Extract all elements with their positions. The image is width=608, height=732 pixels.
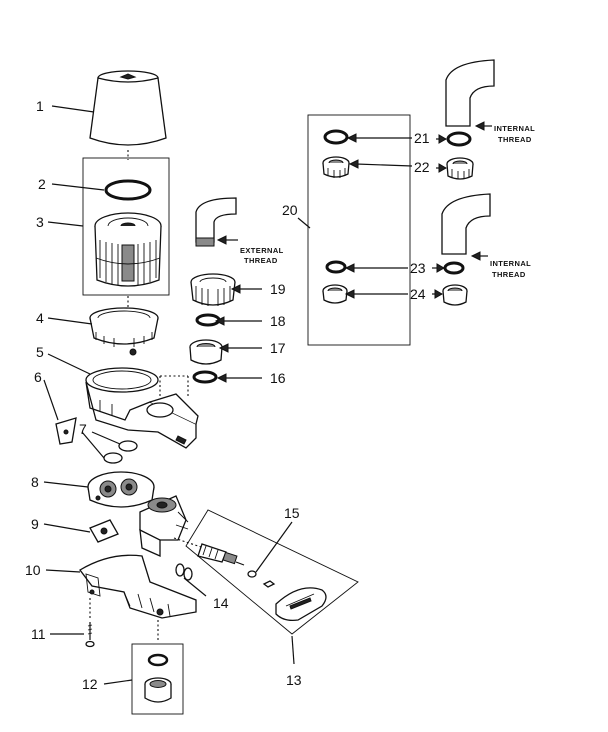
internal-thread-arrow-bottom [470,251,481,261]
part-23-washer-right [443,261,465,275]
label-part-9: 9 [31,516,39,532]
part-4-retaining-ring [89,307,159,356]
part-22-fitting-left [322,156,350,178]
part-13-handle [275,587,327,622]
label-part-12: 12 [82,676,98,692]
part-22-fitting-right [446,157,474,180]
label-part-20: 20 [282,202,298,218]
part-24-fitting-left [322,284,348,304]
part-6-clip [55,417,77,445]
internal-thread-elbow-bottom [441,193,491,255]
internal-thread-arrow-top [474,121,485,131]
part-24-fitting-right [442,284,468,306]
part-20-kit-box [307,114,411,346]
leader-lines [43,105,448,685]
part-17-fitting [189,339,223,365]
label-part-24: 24 [410,286,426,302]
filter-kit-box [82,157,170,296]
label-part-13: 13 [286,672,302,688]
label-part-6: 6 [34,369,42,385]
part-14-o-rings [175,563,193,581]
label-part-5: 5 [36,344,44,360]
thread-notes: EXTERNAL THREAD INTERNAL THREAD INTERNAL… [240,124,535,279]
label-part-2: 2 [38,176,46,192]
label-part-1: 1 [36,98,44,114]
internal-thread-top-note-line2: THREAD [498,135,532,144]
external-thread-elbow [195,197,238,247]
part-7-small-o-rings [103,440,138,464]
part-labels: 1 2 3 4 5 6 7 8 9 10 11 12 13 14 15 16 1… [25,98,430,692]
part-12-adapter [144,653,172,703]
part-13-box [185,509,359,635]
part-18-washer [195,313,221,327]
internal-thread-elbow-top [445,59,495,127]
part-3-filter-cartridge [94,212,162,287]
internal-thread-bottom-note-line1: INTERNAL [490,259,531,268]
part-5-housing [85,367,199,449]
label-part-15: 15 [284,505,300,521]
part-23-washer-left [325,260,347,274]
label-part-11: 11 [31,626,46,642]
label-part-18: 18 [270,313,286,329]
label-part-22: 22 [414,159,430,175]
label-part-23: 23 [410,260,426,276]
part-8-valve-plate [87,471,155,508]
external-thread-note-line1: EXTERNAL [240,246,284,255]
label-part-3: 3 [36,214,44,230]
part-1-cap [89,70,167,146]
part-11-screw [85,622,95,648]
valve-body [139,495,189,558]
label-part-16: 16 [270,370,286,386]
internal-thread-top-note-line1: INTERNAL [494,124,535,133]
label-part-10: 10 [25,562,41,578]
internal-thread-bottom-note-line2: THREAD [492,270,526,279]
part-21-washer-left [323,129,349,145]
label-part-21: 21 [414,130,430,146]
label-part-7: 7 [79,421,87,437]
label-part-14: 14 [213,595,229,611]
part-12-box [131,643,184,715]
label-part-4: 4 [36,310,44,326]
part-10-bracket [79,554,197,619]
part-16-o-ring [192,370,218,384]
part-2-o-ring [104,179,152,201]
part-9-gasket [89,519,119,543]
label-part-17: 17 [270,340,286,356]
label-part-19: 19 [270,281,286,297]
part-21-washer-right [446,131,472,147]
external-thread-note-line2: THREAD [244,256,278,265]
part-19-nut [190,273,236,306]
part-15-valve-stem [173,537,276,588]
label-part-8: 8 [31,474,39,490]
